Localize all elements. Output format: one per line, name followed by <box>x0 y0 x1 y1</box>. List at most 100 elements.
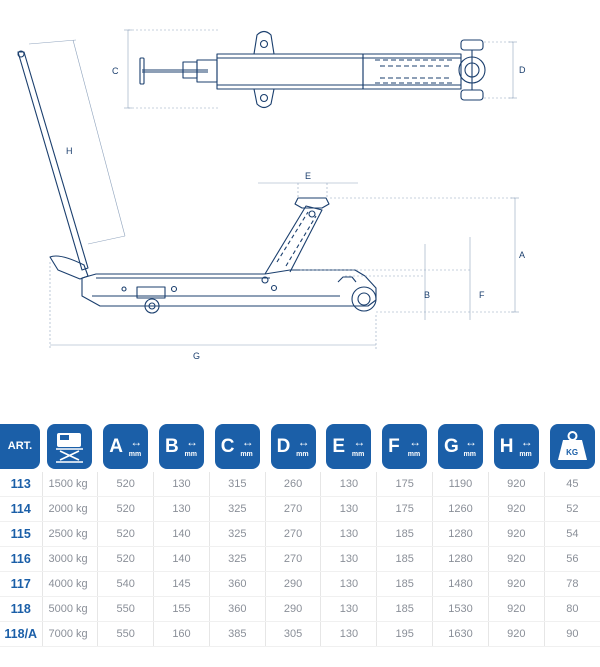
dim-tile-a: A ↔mm <box>103 423 149 469</box>
double-arrow-icon: ↔ <box>353 434 366 449</box>
top-view-dimensions <box>124 29 517 109</box>
capacity-cell: 4000 kg <box>41 571 98 597</box>
dim-label-h: H <box>66 146 73 156</box>
double-arrow-icon: ↔ <box>520 434 533 449</box>
dim-tile-c: C↔mm <box>214 423 260 469</box>
side-view <box>17 50 377 314</box>
dim-tile-f: F↔mm <box>382 423 428 469</box>
tile-letter-a: A <box>109 435 123 457</box>
dim-label-b: B <box>424 290 430 300</box>
spec-cell: 360 <box>208 596 266 622</box>
spec-cell: 1280 <box>432 546 489 572</box>
spec-cell: 90 <box>543 621 600 647</box>
dim-tile-e: E ↔mm <box>326 423 372 469</box>
spec-cell: 130 <box>320 472 377 497</box>
spec-cell: 130 <box>320 621 377 647</box>
spec-cell: 1480 <box>432 571 489 597</box>
spec-cell: 56 <box>543 546 600 572</box>
spec-cell: 920 <box>487 596 545 622</box>
spec-cell: 175 <box>376 496 433 522</box>
header-art: ART. <box>0 420 42 472</box>
spec-cell: 920 <box>487 496 545 522</box>
spec-cell: 540 <box>97 571 154 597</box>
capacity-cell: 1500 kg <box>41 472 98 497</box>
tile-letter-e: E <box>332 435 346 457</box>
spec-cell: 175 <box>376 472 433 497</box>
spec-cell: 130 <box>320 596 377 622</box>
spec-cell: 185 <box>376 596 433 622</box>
dim-tile-d: D↔mm <box>270 423 316 469</box>
spec-cell: 325 <box>208 521 266 547</box>
double-arrow-icon: ↔ <box>409 434 422 449</box>
top-view <box>139 30 486 109</box>
spec-cell: 1190 <box>432 472 489 497</box>
article-number: 117 <box>0 571 42 597</box>
header-b: B↔mm <box>154 420 210 472</box>
spec-cell: 270 <box>264 521 321 547</box>
capacity-cell: 2000 kg <box>41 496 98 522</box>
dim-tile-b: B↔mm <box>158 423 204 469</box>
article-number: 115 <box>0 521 42 547</box>
dim-label-e: E <box>305 171 311 181</box>
tile-unit-h: mm <box>519 450 532 458</box>
tile-unit-c: mm <box>240 450 253 458</box>
spec-cell: 130 <box>153 496 210 522</box>
weight-tile: KG <box>549 423 595 469</box>
tile-unit-e: mm <box>351 450 365 458</box>
spec-cell: 160 <box>153 621 210 647</box>
article-number: 118/A <box>0 621 42 647</box>
header-weight: KG <box>544 420 600 472</box>
dim-tile-h: H↔mm <box>493 423 539 469</box>
spec-cell: 78 <box>543 571 600 597</box>
spec-cell: 290 <box>264 596 321 622</box>
spec-cell: 920 <box>487 621 545 647</box>
spec-cell: 145 <box>153 571 210 597</box>
spec-table: ART. A↔mm B↔mm C↔mm D↔mm E↔mm F↔mm <box>0 420 600 647</box>
article-number: 114 <box>0 496 42 522</box>
tile-letter-d: D <box>276 435 291 457</box>
header-d: D↔mm <box>265 420 321 472</box>
tile-unit-g: mm <box>463 450 476 458</box>
spec-cell: 52 <box>543 496 600 522</box>
spec-cell: 520 <box>97 546 154 572</box>
weight-icon <box>557 430 587 460</box>
spec-cell: 920 <box>487 546 545 572</box>
article-number: 118 <box>0 596 42 622</box>
capacity-tile <box>47 423 93 469</box>
spec-cell: 185 <box>376 571 433 597</box>
lift-platform-icon <box>56 432 84 463</box>
dim-label-f: F <box>479 290 485 300</box>
header-a: A ↔mm <box>98 420 154 472</box>
spec-cell: 920 <box>487 472 545 497</box>
header-c: C↔mm <box>209 420 265 472</box>
spec-cell: 305 <box>264 621 321 647</box>
tile-unit-b: mm <box>184 450 197 458</box>
dim-label-d: D <box>519 65 526 75</box>
jack-technical-drawing: C D H E A B F G <box>17 29 526 361</box>
spec-cell: 920 <box>487 521 545 547</box>
capacity-cell: 2500 kg <box>41 521 98 547</box>
spec-cell: 920 <box>487 571 545 597</box>
spec-cell: 325 <box>208 496 266 522</box>
dim-label-c: C <box>112 66 119 76</box>
spec-cell: 520 <box>97 496 154 522</box>
double-arrow-icon: ↔ <box>130 434 143 449</box>
spec-cell: 1630 <box>432 621 489 647</box>
tile-unit-f: mm <box>407 450 421 458</box>
dim-label-g: G <box>193 351 200 361</box>
header-e: E ↔mm <box>321 420 377 472</box>
spec-cell: 270 <box>264 496 321 522</box>
spec-cell: 315 <box>208 472 266 497</box>
spec-cell: 290 <box>264 571 321 597</box>
capacity-cell: 3000 kg <box>41 546 98 572</box>
spec-cell: 45 <box>543 472 600 497</box>
tile-unit-a: mm <box>128 450 142 458</box>
table-header-row: ART. A↔mm B↔mm C↔mm D↔mm E↔mm F↔mm <box>0 420 600 472</box>
dim-label-a: A <box>519 250 525 260</box>
tile-letter-c: C <box>220 435 235 457</box>
